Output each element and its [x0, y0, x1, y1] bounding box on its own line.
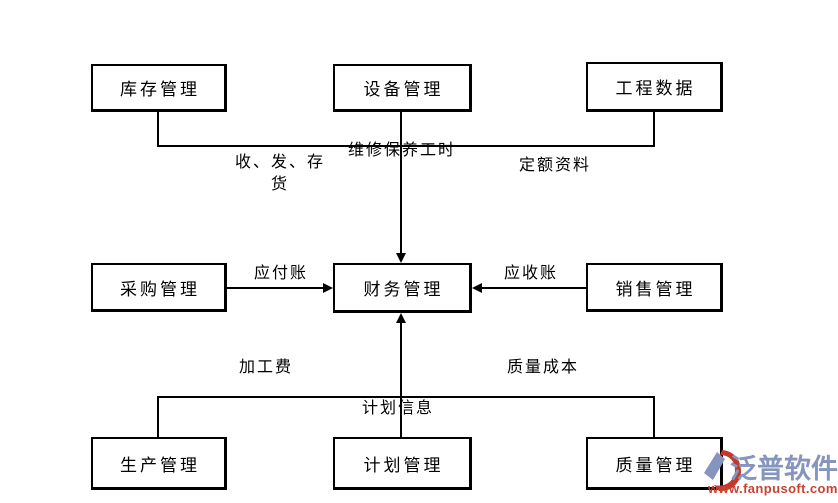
- edge-label-accounts-receivable: 应收账: [504, 265, 559, 282]
- arrowhead-into-finance-top: [396, 253, 406, 263]
- arrowhead-into-finance-right: [472, 283, 482, 293]
- edge-label-quality-cost: 质量成本: [507, 359, 580, 376]
- node-equipment: 设备管理: [333, 64, 472, 112]
- node-inventory: 库存管理: [91, 64, 227, 112]
- edge-label-plan-info: 计划信息: [362, 400, 435, 417]
- arrowhead-into-finance-bottom: [396, 313, 406, 323]
- vendor-url: www.fanpusoft.com: [708, 481, 838, 496]
- edge-label-quota-data: 定额资料: [519, 157, 592, 174]
- connector-top-bus: [157, 145, 655, 147]
- fanpu-logo-icon: [704, 450, 741, 492]
- connector-production-riser: [157, 396, 159, 437]
- node-finance: 财务管理: [333, 263, 472, 313]
- connector-procurement-to-finance: [227, 287, 325, 289]
- node-sales: 销售管理: [586, 263, 723, 312]
- connector-sales-to-finance: [480, 287, 586, 289]
- connector-inventory-riser: [157, 110, 159, 147]
- edge-label-accounts-payable: 应付账: [254, 265, 309, 282]
- vendor-brand-name: 泛普软件: [730, 454, 838, 484]
- node-quality: 质量管理: [586, 437, 723, 490]
- node-procurement: 采购管理: [91, 263, 227, 312]
- connector-engineering-riser: [653, 110, 655, 147]
- node-planning: 计划管理: [333, 437, 472, 490]
- arrowhead-into-finance-left: [323, 283, 333, 293]
- edge-label-processing-fee: 加工费: [239, 359, 294, 376]
- vendor-watermark: 泛普软件 www.fanpusoft.com: [702, 446, 838, 503]
- edge-label-receive-issue-stock-line1: 收、发、存: [234, 154, 325, 171]
- connector-equipment-to-finance: [400, 110, 402, 254]
- edge-label-maintenance-hours: 维修保养工时: [348, 142, 457, 159]
- connector-planning-to-finance: [400, 321, 402, 437]
- edge-label-receive-issue-stock: 收、发、存 货: [225, 154, 335, 198]
- edge-label-receive-issue-stock-line2: 货: [270, 176, 289, 193]
- node-production: 生产管理: [91, 437, 227, 490]
- connector-bottom-bus: [157, 396, 655, 398]
- connector-quality-riser: [653, 396, 655, 438]
- node-engineering-data: 工程数据: [586, 62, 723, 112]
